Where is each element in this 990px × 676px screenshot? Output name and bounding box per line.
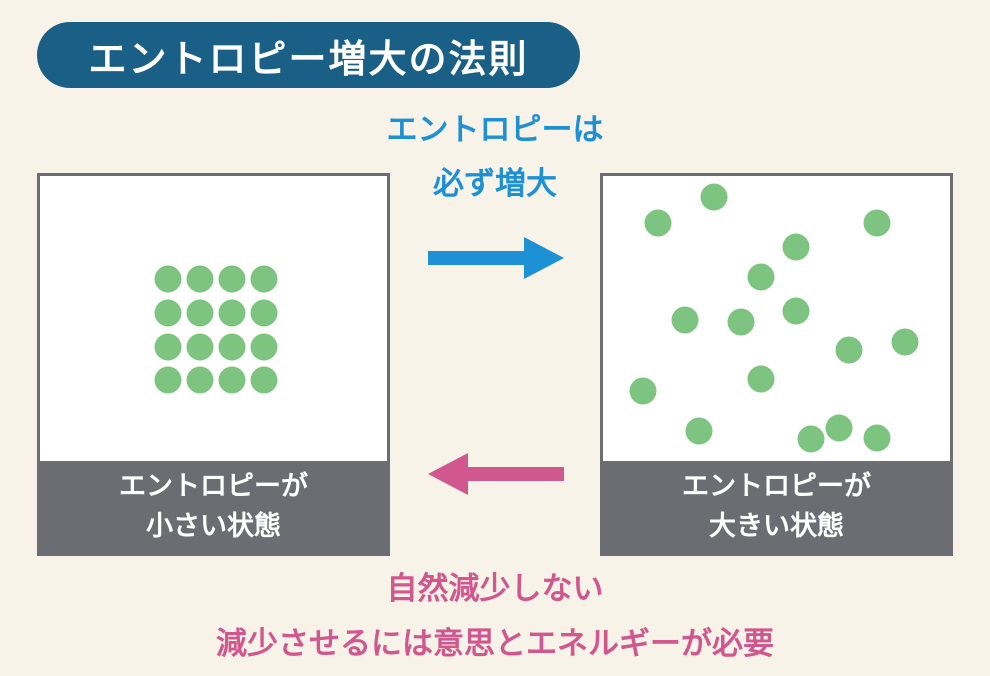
particle [186,265,214,293]
particle [797,425,825,453]
particle [685,417,713,445]
particle [250,299,278,327]
no-natural-decrease-caption: 自然減少しない [386,571,604,607]
particle [671,306,699,334]
increase-caption: エントロピーは 必ず増大 [350,103,640,211]
particle [186,333,214,361]
high-entropy-label: エントロピーが 大きい状態 [603,461,950,553]
particle [629,377,657,405]
particle [747,365,775,393]
low-entropy-box: エントロピーが 小さい状態 [37,173,390,556]
particle [644,209,672,237]
particle [891,328,919,356]
increase-caption-line-2: 必ず増大 [433,166,557,202]
particle [218,333,246,361]
particle [186,366,214,394]
high-entropy-box: エントロピーが 大きい状態 [600,173,953,556]
particle [782,233,810,261]
particle [186,299,214,327]
particle [835,336,863,364]
arrow-left-icon [428,453,564,495]
low-entropy-label-line-2: 小さい状態 [146,511,281,542]
particle [727,308,755,336]
arrow-right-icon [428,237,564,279]
particle [154,333,182,361]
particle [154,265,182,293]
low-entropy-label: エントロピーが 小さい状態 [40,461,387,553]
particle [863,209,891,237]
particle [250,333,278,361]
energy-needed-caption: 減少させるには意思とエネルギーが必要 [216,626,774,662]
high-entropy-label-line-2: 大きい状態 [709,511,844,542]
particle [218,265,246,293]
particle [825,414,853,442]
increase-caption-line-1: エントロピーは [386,112,604,148]
low-entropy-label-line-1: エントロピーが [119,471,308,502]
particle [250,366,278,394]
particle [154,366,182,394]
particle [863,424,891,452]
particle [782,297,810,325]
high-entropy-label-line-1: エントロピーが [682,471,871,502]
particle [747,263,775,291]
particle [154,299,182,327]
particle [218,299,246,327]
particle [218,366,246,394]
particle [250,265,278,293]
particle [700,183,728,211]
page-title: エントロピー増大の法則 [37,22,580,88]
